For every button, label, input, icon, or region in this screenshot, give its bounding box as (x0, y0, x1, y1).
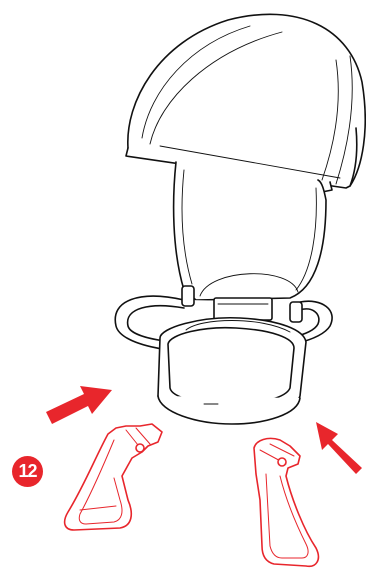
stroller-canopy (126, 14, 365, 192)
right-clip-part (254, 438, 318, 566)
step-number-badge: 12 (12, 456, 43, 487)
stroller-seat-back (174, 162, 326, 300)
arrow-icon-right (316, 422, 362, 474)
seat-base (158, 318, 306, 424)
arrow-icon-left (46, 386, 112, 424)
left-clip-part (65, 424, 162, 530)
